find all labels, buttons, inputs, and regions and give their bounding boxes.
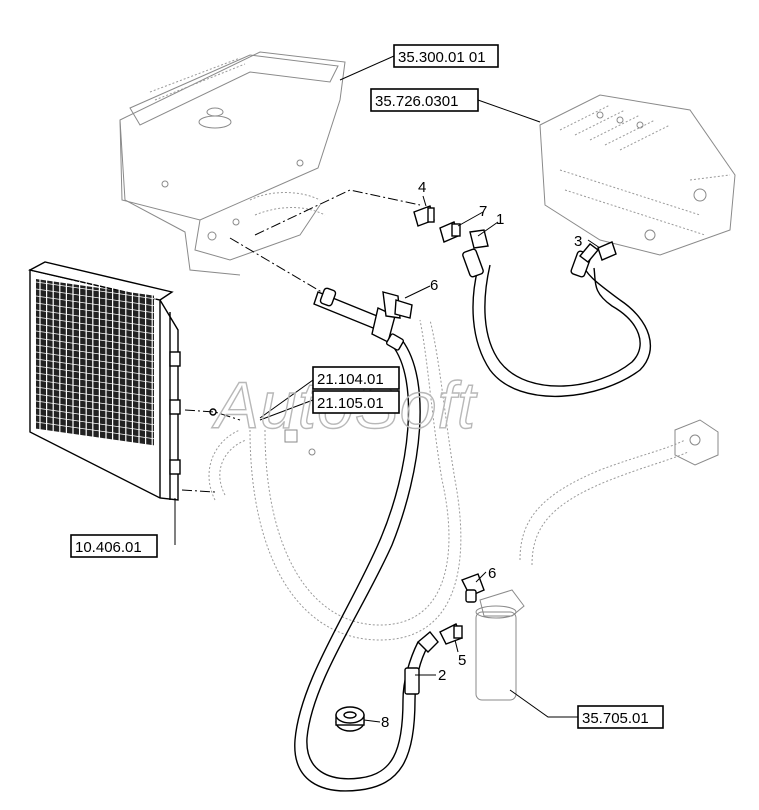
- callout-5: 5: [458, 652, 466, 669]
- fitting-3: [597, 241, 617, 261]
- ref-filter-label: 35.705.01: [582, 710, 649, 727]
- fitting-4: [413, 205, 435, 227]
- ref-box-a[interactable]: 21.104.01: [312, 366, 400, 390]
- background-hose-context: [208, 319, 462, 641]
- radiator: [28, 261, 217, 501]
- ref-radiator-label: 10.406.01: [75, 539, 142, 556]
- ref-box-tank[interactable]: 35.300.01 01: [393, 44, 499, 68]
- tee-fitting-6: [313, 287, 413, 351]
- washer-8: [335, 706, 365, 732]
- hose-2: [294, 339, 439, 792]
- fitting-5: [439, 623, 463, 645]
- hose-1: [462, 229, 651, 397]
- alignment-centerlines: [181, 189, 421, 493]
- ref-valve-block-label: 35.726.0301: [375, 93, 458, 110]
- callout-6-upper: 6: [430, 277, 438, 294]
- callout-4: 4: [418, 179, 426, 196]
- valve-block-context: [539, 94, 736, 256]
- ref-box-radiator[interactable]: 10.406.01: [70, 534, 158, 558]
- ref-box-filter[interactable]: 35.705.01: [577, 705, 664, 729]
- callout-2: 2: [438, 667, 446, 684]
- callout-7: 7: [479, 203, 487, 220]
- ref-tank-label: 35.300.01 01: [398, 49, 486, 66]
- fitting-6-lower: [461, 573, 485, 603]
- callout-1: 1: [496, 211, 504, 228]
- tank-context: [119, 51, 346, 276]
- fitting-7: [439, 221, 461, 243]
- callout-6-lower: 6: [488, 565, 496, 582]
- callout-8: 8: [381, 714, 389, 731]
- callout-3: 3: [574, 233, 582, 250]
- ref-a-label: 21.104.01: [317, 371, 384, 388]
- ref-box-b[interactable]: 21.105.01: [312, 390, 400, 414]
- ref-b-label: 21.105.01: [317, 395, 384, 412]
- ref-box-valve-block[interactable]: 35.726.0301: [370, 88, 479, 112]
- leader-lines: [174, 55, 601, 723]
- filter-context: [475, 419, 719, 701]
